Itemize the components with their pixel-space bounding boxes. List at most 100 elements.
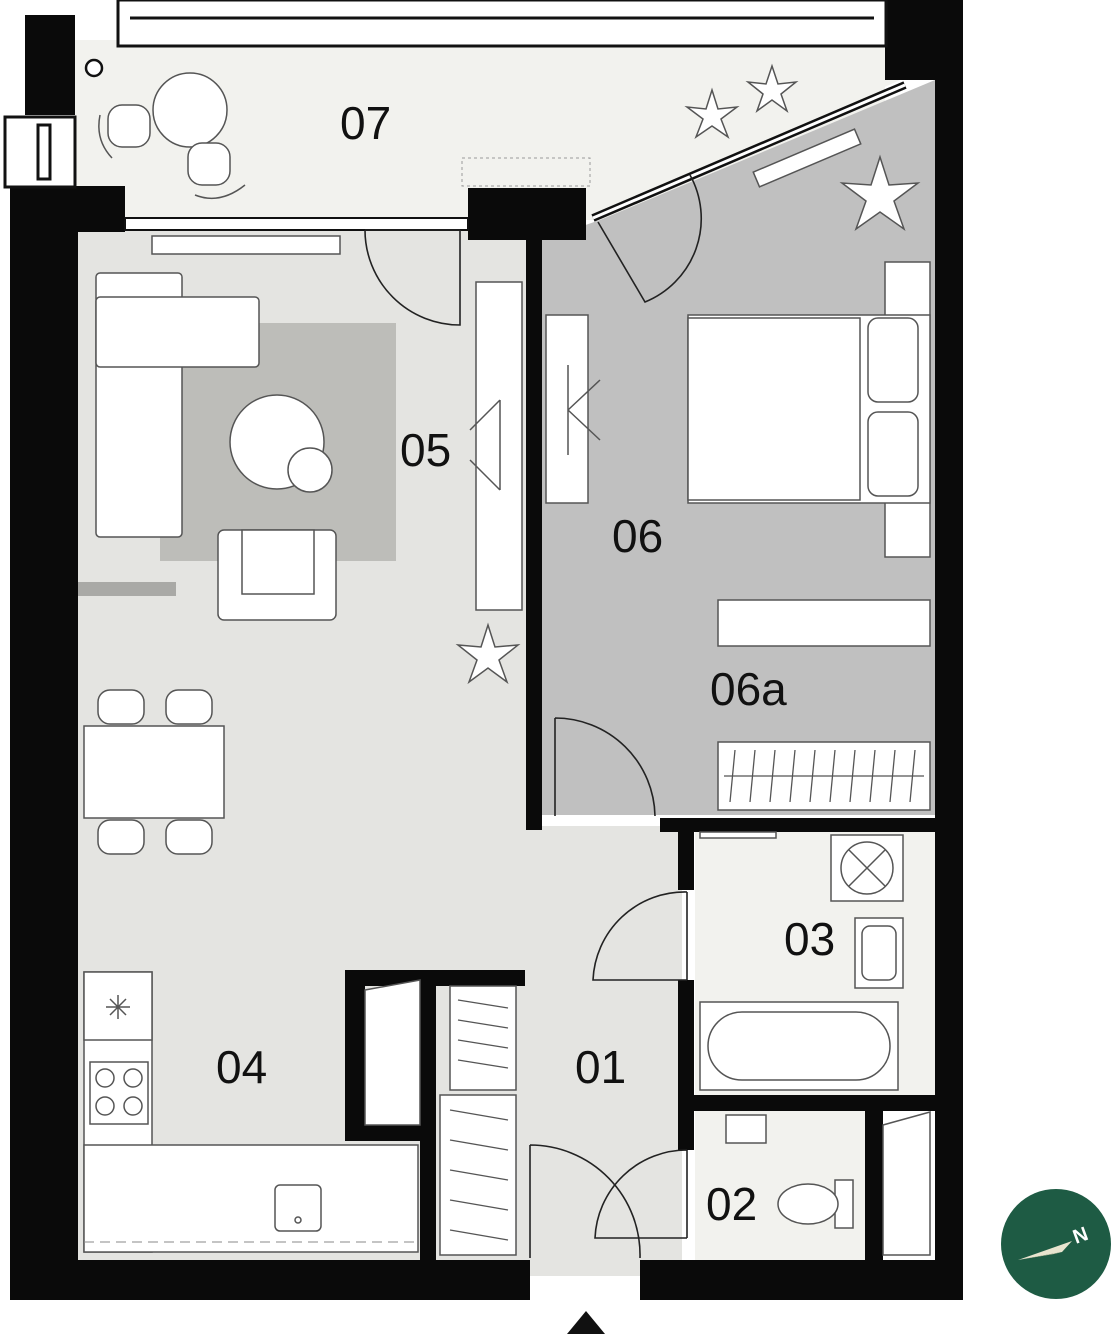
room-label-05: 05 [400,424,451,476]
burner-4 [123,1096,143,1116]
storage-closet-1 [364,979,421,1126]
bathroom-fixtures [699,831,904,1229]
compass-needle-shadow [1018,1252,1062,1260]
wall-pillar [468,188,586,240]
wall-closet-b [345,970,525,986]
balcony-chair-2 [187,142,231,186]
side-table [287,447,333,493]
compass-north-label: N [1070,1223,1091,1249]
wall-closet-d [345,1125,435,1141]
compass-disc [1001,1189,1111,1299]
wall-bath-south [694,1095,954,1111]
room-label-01: 01 [575,1041,626,1093]
burner-2 [123,1068,143,1088]
wall-west-balcony-corner [45,186,125,232]
wall-entry-jamb-right [640,1260,654,1300]
kitchen-sink-drain [294,1216,302,1224]
living-plant [455,622,521,685]
bathtub-inner [707,1011,891,1081]
bedroom-plant [839,154,921,231]
window-living-north [124,217,469,231]
wall-hall-east-1 [678,830,694,890]
divider-shelf [78,582,176,596]
balcony-floor-wedge [590,40,900,220]
wall-south-2 [645,1260,963,1300]
wall-bedroom-west [526,240,542,830]
wall-balcony-east [885,0,963,80]
wall-closet-a [345,970,365,1140]
balcony-plant-2 [745,63,799,114]
wall-west [10,186,78,1300]
desk-screen [567,365,601,455]
wall-wc-east [865,1095,883,1260]
compass-needle [1018,1241,1072,1260]
bath-sink-basin [861,925,897,981]
storage-closet-2 [882,1111,931,1256]
balcony-drain [84,58,104,78]
wall-hall-east-2 [678,980,694,1150]
pillow-1 [867,317,919,403]
window-balcony-north [116,0,888,48]
hall-hatching [449,999,509,1241]
bed-blanket [687,317,861,501]
armchair-seat [241,529,315,595]
room-label-02: 02 [706,1178,757,1230]
wall-west-top [25,15,75,115]
wc-sink [725,1114,767,1144]
wall-bath-north [660,818,950,832]
door-entrance[interactable] [529,1144,641,1259]
dining-chair-2 [165,689,213,725]
desk [545,314,589,504]
burner-3 [95,1096,115,1116]
balcony-plant-1 [684,87,740,139]
compass: N [1001,1189,1111,1299]
room-label-06a: 06a [710,663,787,715]
window-bedroom-slanted-inner [592,83,906,220]
balcony-chair-1 [107,104,151,148]
fridge-symbol [106,995,130,1019]
walls [10,0,963,1300]
door-living-balcony[interactable] [364,229,461,326]
windows [3,0,907,231]
balcony-furniture [84,58,799,200]
bath-shelf [699,831,777,839]
kitchen-counter-bottom [83,1144,419,1253]
bathtub [699,1001,899,1091]
washing-machine-drum [840,841,894,895]
kitchen-sink [274,1184,322,1232]
room-labels: 07 05 06 06a 03 04 01 02 [216,97,835,1230]
balcony-chair-1-back [98,114,113,159]
door-bathroom[interactable] [592,891,688,981]
dining-chair-3 [97,819,145,855]
wall-south-1 [10,1260,530,1300]
door-wc[interactable] [594,1149,688,1239]
kitchen-furniture [83,689,419,1253]
dining-chair-1 [97,689,145,725]
hall-storage [364,979,931,1256]
sofa-chaise [95,296,260,368]
toilet-bowl [777,1183,839,1225]
room-label-04: 04 [216,1041,267,1093]
wall-entry-jamb-left [515,1260,529,1300]
door-bedroom-balcony[interactable] [597,174,703,304]
dresser [717,599,931,647]
window-balcony-west-glass [36,123,52,181]
dining-chair-4 [165,819,213,855]
balcony-chair-2-back [194,184,246,200]
burner-1 [95,1068,115,1088]
bedroom-furniture [545,128,931,811]
door-bedroom[interactable] [554,717,656,817]
tv-cabinet [475,281,523,611]
wall-closet-c [420,980,436,1260]
balcony-table [152,72,228,148]
radiator-living [151,235,341,255]
living-furniture [78,235,523,685]
dining-table [83,725,225,819]
hall-shoe-cabinet [449,985,517,1091]
pillow-2 [867,411,919,497]
wall-east [935,65,963,1300]
entrance-arrow [567,1311,605,1334]
room-label-07: 07 [340,97,391,149]
wardrobe-hangers [724,749,924,803]
